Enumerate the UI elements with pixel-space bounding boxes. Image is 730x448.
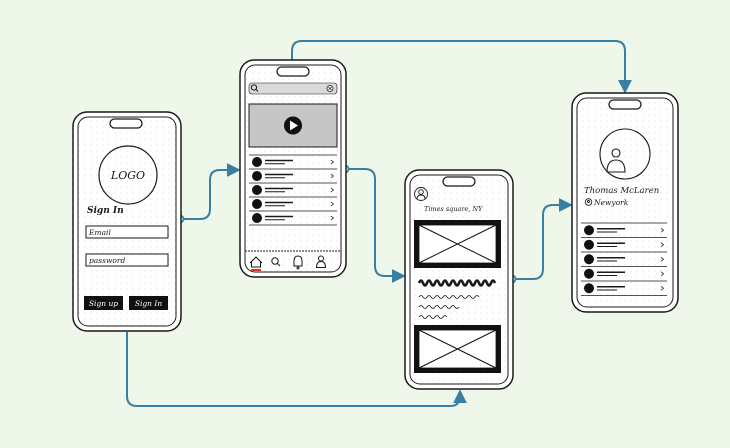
search-icon: [250, 84, 259, 92]
feed-row[interactable]: [249, 182, 337, 195]
feed-list: [249, 154, 337, 226]
profile-row-avatar: [584, 268, 594, 279]
profile-row[interactable]: [581, 237, 667, 250]
connector-login-to-feed: [182, 163, 241, 220]
sign-in-label: Sign In: [135, 299, 163, 308]
profile-row-avatar: [584, 239, 594, 250]
feed-row[interactable]: [249, 154, 337, 167]
user-icon[interactable]: [315, 255, 327, 268]
chevron-right-icon: [660, 227, 665, 233]
connector-login-to-detail: [126, 332, 467, 407]
avatar: [414, 187, 428, 201]
phone-feed: [239, 59, 347, 278]
phone-profile-screen: [576, 97, 674, 308]
profile-row[interactable]: [581, 222, 667, 236]
chevron-right-icon: [660, 256, 665, 262]
bell-icon[interactable]: [293, 255, 303, 270]
phone-profile-notch: [608, 99, 642, 110]
logo-text: LOGO: [110, 169, 145, 182]
sign-in-button[interactable]: [129, 296, 168, 310]
sign-up-button[interactable]: [84, 296, 123, 310]
scribble-line-2: [418, 305, 460, 309]
profile-row-avatar: [584, 283, 594, 294]
feed-row-avatar: [252, 157, 262, 167]
feed-row[interactable]: [249, 168, 337, 181]
profile-row[interactable]: [581, 280, 667, 294]
search-tab-icon[interactable]: [271, 257, 281, 267]
feed-row-avatar: [252, 185, 262, 195]
chevron-right-icon: [330, 173, 335, 179]
phone-detail: Times square, NY: [404, 169, 514, 390]
chevron-right-icon: [330, 215, 335, 221]
scribble-title: [417, 279, 497, 287]
feed-row-avatar: [252, 199, 262, 209]
connector-feed-to-profile: [291, 40, 632, 94]
logo-circle: [98, 145, 158, 205]
chevron-right-icon: [660, 285, 665, 291]
chevron-right-icon: [660, 242, 665, 248]
home-icon[interactable]: [249, 256, 263, 268]
location-text: Times square, NY: [424, 205, 483, 213]
phone-login-screen: [77, 116, 177, 327]
profile-row-avatar: [584, 254, 594, 265]
profile-list: [581, 222, 667, 296]
phone-profile: Thomas McLaren Newyork: [571, 92, 679, 313]
image-placeholder-bottom: [414, 325, 501, 373]
chevron-right-icon: [330, 159, 335, 165]
connectors: [126, 40, 632, 407]
profile-row[interactable]: [581, 266, 667, 279]
profile-location: Newyork: [593, 198, 629, 207]
sign-in-heading: Sign In: [87, 206, 124, 216]
text-scribbles: [417, 279, 497, 319]
feed-row-avatar: [252, 171, 262, 181]
feed-row[interactable]: [249, 196, 337, 209]
play-icon[interactable]: [284, 116, 302, 135]
phone-login: LOGO Sign In Email password Sign up Sign…: [72, 111, 182, 332]
profile-row[interactable]: [581, 251, 667, 265]
clear-icon[interactable]: [326, 85, 334, 92]
phone-detail-notch: [442, 176, 476, 187]
image-placeholder-top: [414, 220, 501, 268]
feed-row-avatar: [252, 213, 262, 223]
profile-row-avatar: [584, 225, 594, 236]
phone-feed-screen: [244, 64, 342, 273]
connector-detail-to-profile: [513, 198, 573, 280]
chevron-right-icon: [330, 201, 335, 207]
connector-feed-to-detail: [346, 168, 406, 283]
scribble-line-3: [418, 315, 448, 319]
profile-name: Thomas McLaren: [584, 186, 659, 196]
location-pin-icon: [584, 198, 593, 206]
email-placeholder: Email: [88, 228, 111, 237]
phone-login-notch: [109, 118, 143, 129]
chevron-right-icon: [330, 187, 335, 193]
email-field[interactable]: [85, 225, 169, 239]
phone-feed-notch: [276, 66, 310, 77]
password-placeholder: password: [89, 256, 125, 265]
search-bar[interactable]: [248, 82, 338, 95]
chevron-right-icon: [660, 271, 665, 277]
sign-up-label: Sign up: [89, 299, 118, 308]
password-field[interactable]: [85, 253, 169, 267]
feed-row[interactable]: [249, 210, 337, 223]
profile-avatar: [599, 128, 651, 180]
scribble-line-1: [418, 295, 480, 299]
